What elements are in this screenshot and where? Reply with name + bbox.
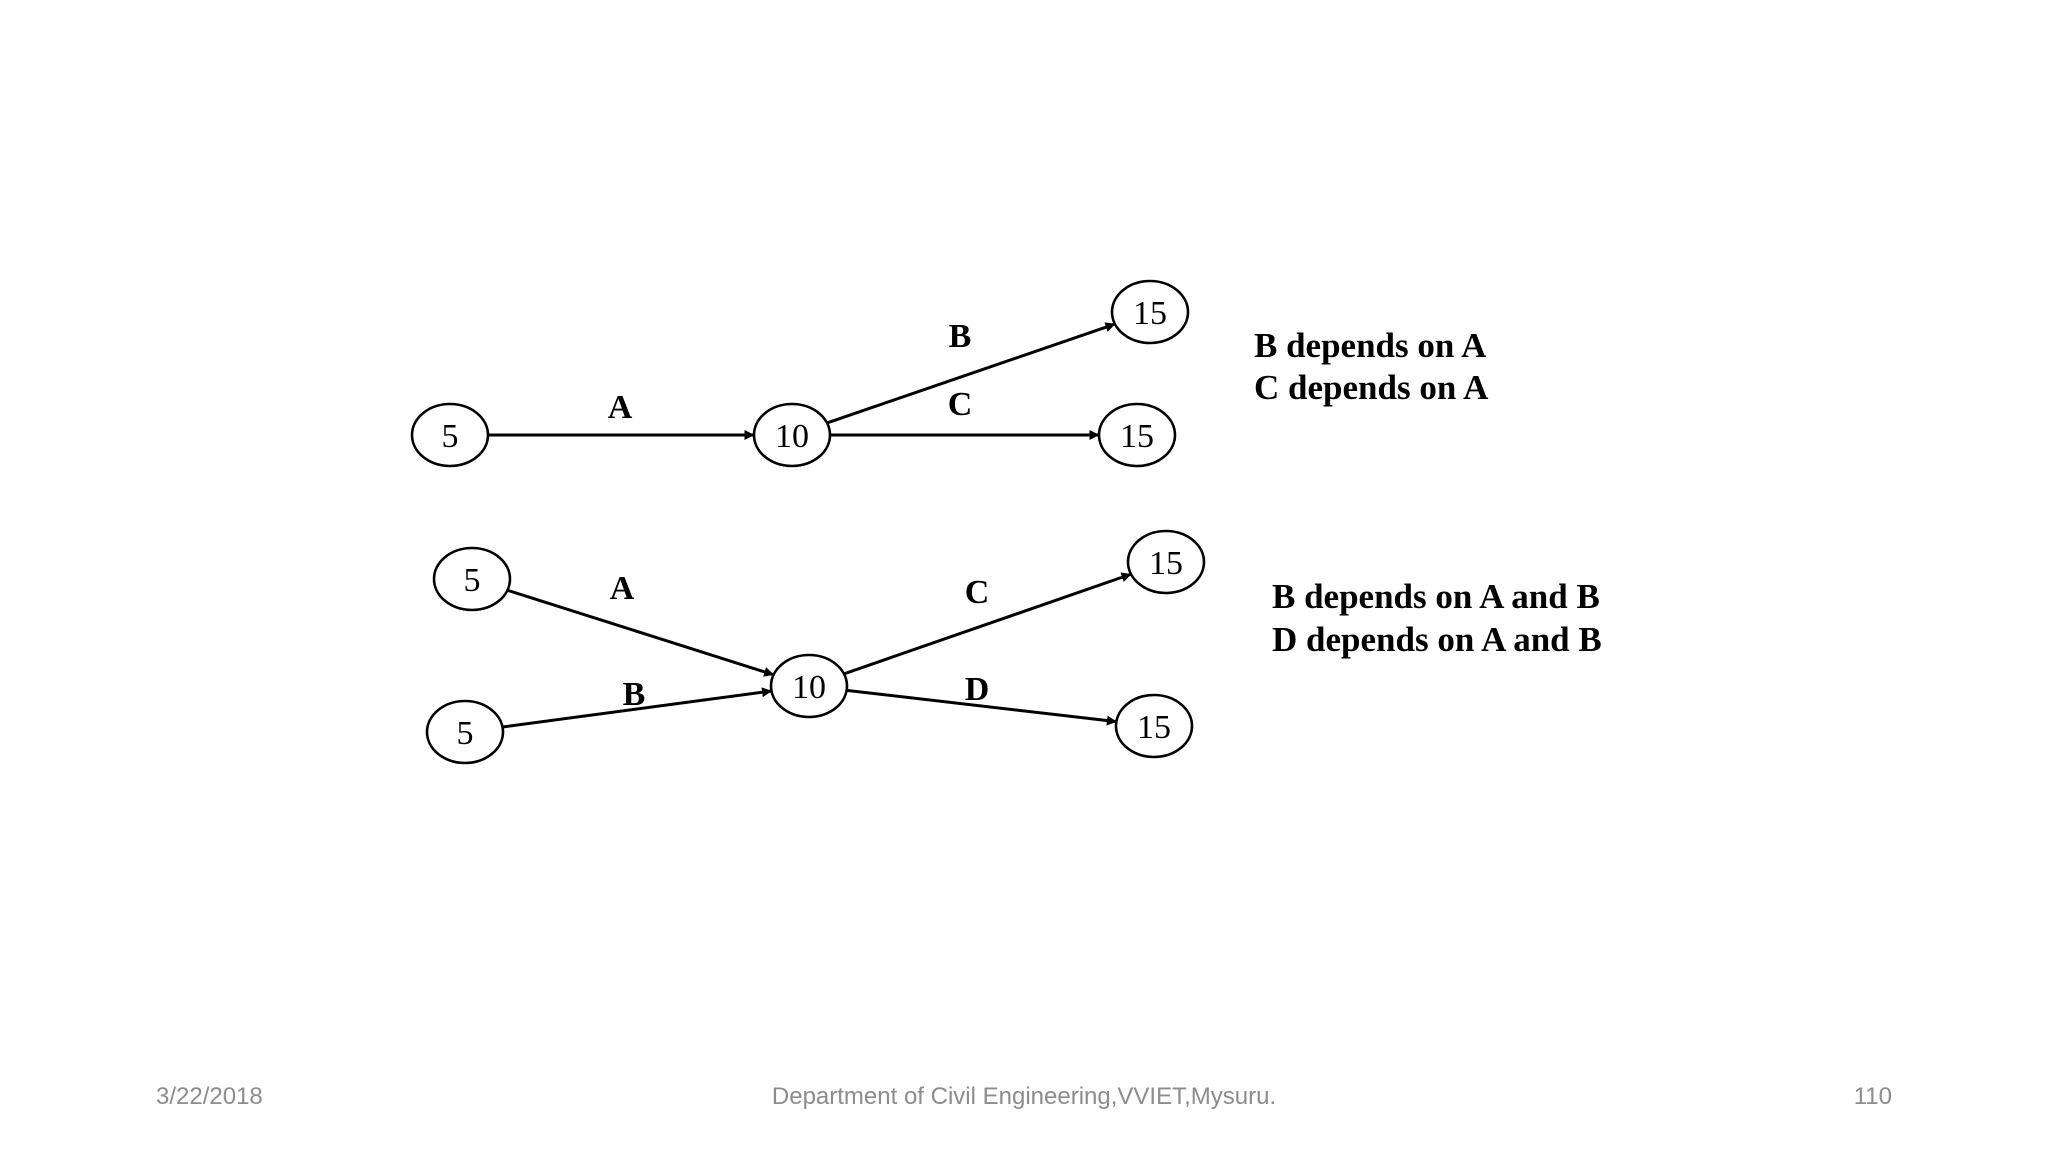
edge-arrow-a [506,588,775,677]
event-node-label: 10 [792,669,826,706]
dependency-note: C depends on A [1254,368,1489,407]
event-node: 15 [1126,529,1206,595]
event-node-circle [1110,279,1190,345]
edge-label-a: A [608,389,633,426]
event-node: 5 [432,546,512,612]
dependency-note: D depends on A and B [1272,620,1602,659]
edge-arrow-c [843,572,1132,676]
event-node-circle [1097,402,1177,468]
edge-label-a: A [610,570,635,607]
event-node-circle [769,653,849,719]
network-diagram-2: A B C D 5 5 10 15 15 B depends on A and B D depend… [425,529,1602,765]
event-node: 5 [425,699,505,765]
event-node-label: 15 [1133,295,1167,332]
event-node-label: 10 [775,418,809,455]
event-node: 15 [1097,402,1177,468]
event-node: 15 [1110,279,1190,345]
event-node-label: 15 [1149,545,1183,582]
network-diagram-1: A BC 5 10 15 15 B depends on AC depends on A [410,279,1489,468]
event-node-label: 15 [1120,418,1154,455]
event-node: 5 [410,402,490,468]
event-node-circle [432,546,512,612]
edge-label-c: C [965,574,990,611]
event-node: 10 [769,653,849,719]
edge-arrow-d [846,688,1117,726]
event-node: 15 [1114,693,1194,759]
event-node-circle [425,699,505,765]
edge-label-b: B [949,318,972,355]
edge-label-c: C [948,386,973,423]
event-node-label: 5 [464,562,481,599]
dependency-note: B depends on A [1254,326,1487,365]
edge-label-d: D [965,671,990,708]
event-node-circle [1114,693,1194,759]
footer-department: Department of Civil Engineering,VVIET,My… [771,1083,1277,1110]
event-node-label: 5 [442,418,459,455]
edge-arrow-b [502,687,772,729]
event-node: 10 [752,402,832,468]
event-node-label: 5 [457,715,474,752]
event-node-label: 15 [1137,709,1171,746]
event-node-circle [1126,529,1206,595]
dependency-note: B depends on A and B [1272,577,1600,616]
page-number: 110 [1853,1083,1892,1110]
edge-arrow-b [826,322,1116,425]
footer-date: 3/22/2018 [156,1083,263,1110]
event-node-circle [752,402,832,468]
event-node-circle [410,402,490,468]
edge-label-b: B [623,676,646,713]
